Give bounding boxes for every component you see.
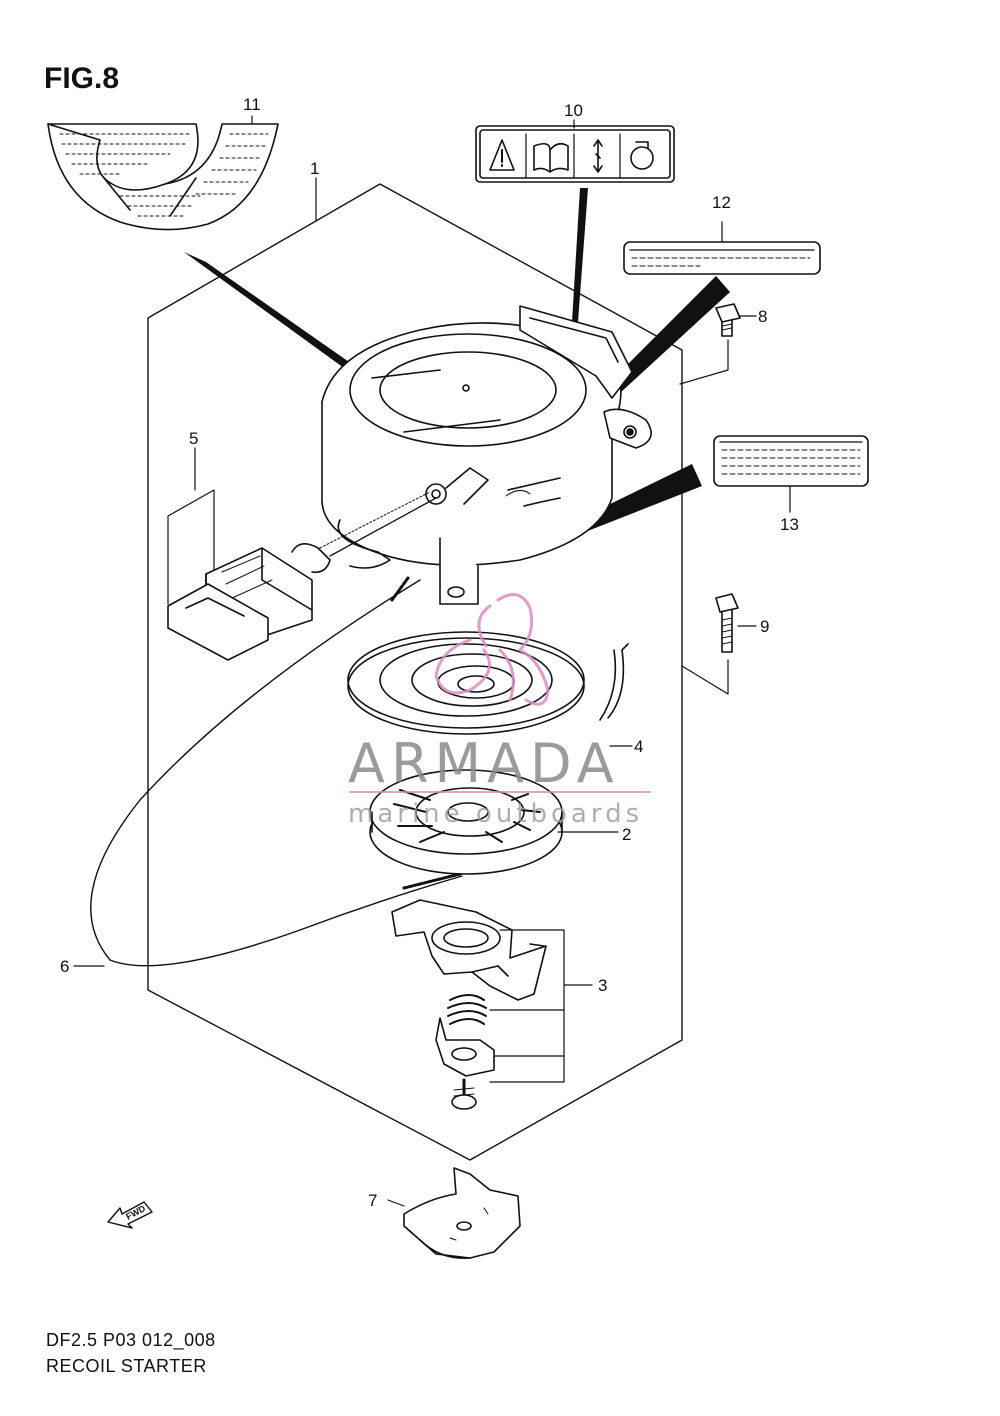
label-12 (623, 221, 821, 275)
callout-13: 13 (780, 515, 799, 534)
forward-direction-arrow: FWD (107, 1201, 153, 1229)
callout-10: 10 (564, 101, 583, 120)
assembly-outline (147, 183, 683, 1161)
callout-1: 1 (310, 159, 319, 178)
callout-9: 9 (760, 617, 769, 636)
leader-lines (73, 115, 633, 967)
arc-label-11 (47, 123, 279, 231)
starter-rope-6 (90, 576, 463, 967)
manual-book-icon (533, 142, 569, 173)
recoil-spring-4 (347, 631, 629, 735)
callout-12: 12 (712, 193, 731, 212)
starter-pull-icon (630, 146, 654, 170)
warning-triangle-icon (489, 139, 515, 171)
bolt-8 (679, 303, 757, 385)
callout-11: 11 (243, 95, 261, 114)
watermark-tagline: marine outboards (348, 799, 643, 829)
watermark-logo-icon (434, 593, 550, 706)
starter-handle-5 (167, 489, 437, 661)
figure-title: FIG.8 (44, 62, 120, 95)
arrow-updown-icon (593, 139, 603, 173)
bolt-9 (681, 593, 757, 695)
warning-label-10 (475, 125, 675, 183)
pointer-wedge-10 (572, 188, 588, 322)
callout-7: 7 (368, 1191, 377, 1210)
callout-4: 4 (634, 737, 643, 756)
callout-3: 3 (598, 976, 607, 995)
callout-5: 5 (189, 429, 198, 448)
spring-coil (447, 994, 487, 1025)
figure-code: DF2.5 P03 012_008 (46, 1330, 216, 1350)
label-13 (713, 435, 869, 513)
callout-6: 6 (60, 957, 69, 976)
armada-watermark: ARMADA marine outboards (348, 593, 651, 829)
cover-plate-7 (387, 1167, 521, 1259)
figure-caption: RECOIL STARTER (46, 1356, 207, 1376)
ratchet-parts-3 (391, 899, 593, 1110)
recoil-starter-housing (321, 305, 652, 605)
callout-numbers: 1 2 3 4 5 6 7 8 9 10 11 12 13 (60, 95, 799, 1210)
pointer-wedge-11 (184, 252, 372, 384)
watermark-brand: ARMADA (348, 732, 620, 795)
callout-8: 8 (758, 307, 767, 326)
callout-2: 2 (622, 825, 631, 844)
